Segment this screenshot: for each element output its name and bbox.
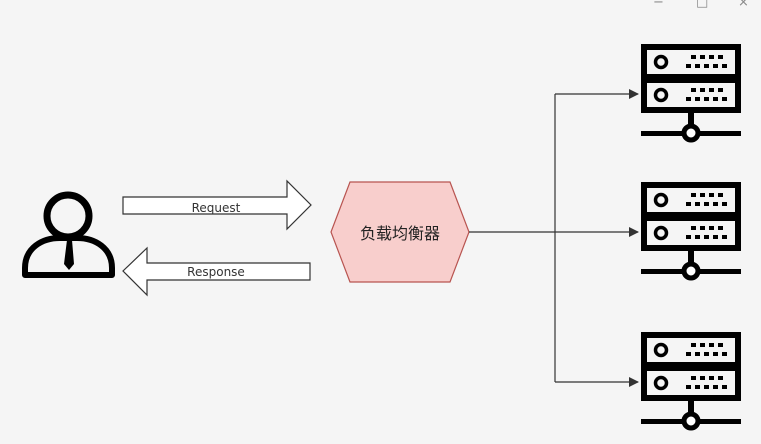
server-icon: [641, 335, 741, 428]
connectors: [469, 89, 639, 387]
server-icon: [641, 47, 741, 140]
load-balancer-node[interactable]: 负载均衡器: [330, 181, 470, 283]
response-label: Response: [187, 265, 245, 279]
user-icon: [22, 191, 115, 278]
close-button[interactable]: ×: [738, 0, 749, 10]
server-icon: [641, 185, 741, 278]
minimize-button[interactable]: −: [653, 0, 664, 10]
request-label: Request: [192, 201, 241, 215]
maximize-button[interactable]: □: [696, 0, 709, 10]
load-balancer-label: 负载均衡器: [360, 224, 440, 243]
request-arrow: Request: [122, 179, 312, 231]
response-arrow: Response: [122, 246, 311, 297]
